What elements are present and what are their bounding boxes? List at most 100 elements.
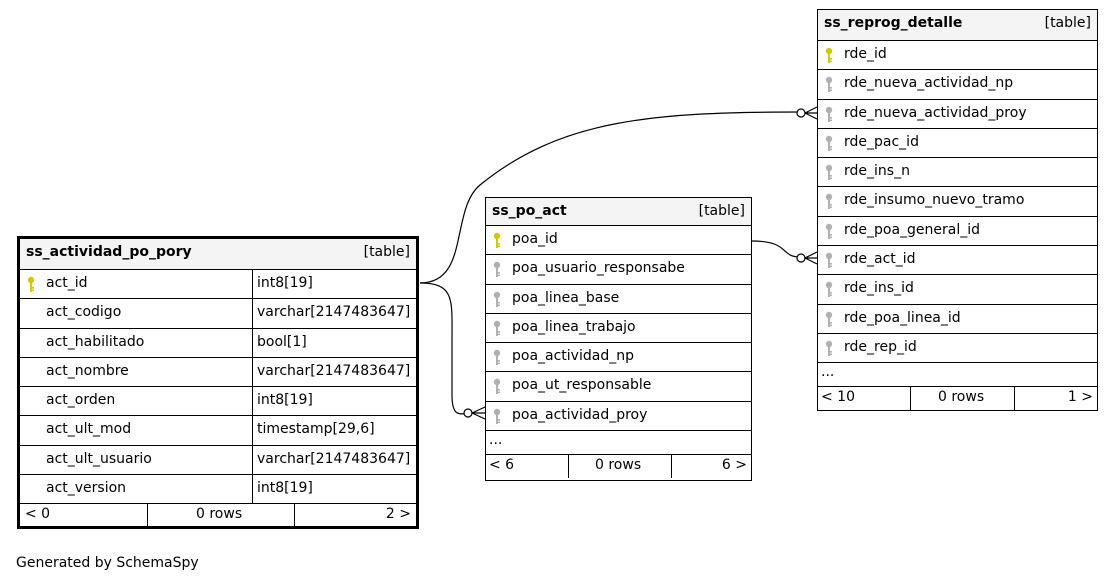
column-row[interactable]: poa_actividad_proy — [486, 402, 751, 432]
column-row[interactable]: rde_ins_n — [818, 158, 1097, 188]
column-type: varchar[2147483647] — [252, 445, 416, 475]
foreign-key-icon — [824, 164, 834, 181]
column-row[interactable]: poa_actividad_np — [486, 343, 751, 373]
foreign-key-icon — [824, 223, 834, 240]
column-row[interactable]: poa_linea_trabajo — [486, 314, 751, 344]
footer-rows: 0 rows — [938, 389, 985, 406]
foreign-key-icon — [824, 193, 834, 210]
column-name: act_ult_usuario — [46, 450, 152, 467]
column-row[interactable]: poa_usuario_responsabe — [486, 255, 751, 285]
column-row[interactable]: poa_linea_base — [486, 285, 751, 314]
more-columns: ... — [818, 363, 1097, 388]
column-name: act_version — [46, 480, 127, 497]
column-row[interactable]: rde_poa_general_id — [818, 217, 1097, 247]
column-row[interactable]: rde_rep_id — [818, 334, 1097, 364]
foreign-key-icon — [824, 252, 834, 269]
footer-parents[interactable]: < 6 — [489, 457, 515, 474]
primary-key-icon — [492, 232, 502, 249]
table-name: ss_reprog_detalle — [824, 15, 963, 31]
column-row[interactable]: rde_act_id — [818, 246, 1097, 276]
column-name: poa_id — [512, 231, 558, 247]
column-type: varchar[2147483647] — [252, 357, 416, 387]
table-header: ss_reprog_detalle [table] — [818, 10, 1097, 41]
column-row[interactable]: rde_nueva_actividad_proy — [818, 100, 1097, 129]
column-row[interactable]: act_habilitado bool[1] — [20, 328, 416, 358]
primary-key-icon — [26, 276, 36, 293]
table-actividad[interactable]: ss_actividad_po_pory [table] act_id int8[… — [17, 236, 419, 529]
column-name: act_id — [46, 275, 88, 291]
table-kind: [table] — [1044, 15, 1091, 31]
footer-children[interactable]: 2 > — [385, 506, 411, 523]
column-row[interactable]: act_version int8[19] — [20, 475, 416, 505]
column-name: rde_ins_n — [844, 163, 910, 180]
column-list: poa_id poa_usuario_responsabe poa_linea_ba… — [486, 226, 751, 432]
link-act-to-poa-proy — [419, 282, 469, 415]
crowfoot-icon — [471, 406, 486, 420]
column-name: act_habilitado — [46, 333, 145, 350]
column-type: bool[1] — [252, 328, 416, 357]
column-name: poa_linea_trabajo — [512, 318, 636, 335]
primary-key-icon — [824, 47, 834, 64]
column-name: poa_ut_responsable — [512, 377, 652, 394]
column-list: rde_id rde_nueva_actividad_np rde_nueva_ac… — [818, 41, 1097, 364]
column-name: act_orden — [46, 392, 116, 409]
link-poa-to-reprog-act — [751, 240, 801, 258]
column-row[interactable]: poa_ut_responsable — [486, 372, 751, 402]
column-type: int8[19] — [252, 270, 416, 299]
table-name: ss_po_act — [492, 203, 567, 219]
column-row[interactable]: rde_nueva_actividad_np — [818, 70, 1097, 100]
column-row[interactable]: act_ult_usuario varchar[2147483647] — [20, 445, 416, 476]
column-name: poa_actividad_np — [512, 348, 634, 365]
column-name: rde_poa_linea_id — [844, 309, 961, 326]
column-name: act_ult_mod — [46, 421, 132, 438]
foreign-key-icon — [492, 291, 502, 308]
column-name: rde_nueva_actividad_np — [844, 75, 1014, 92]
column-name: poa_usuario_responsabe — [512, 260, 685, 277]
table-footer: < 10 0 rows 1 > — [818, 387, 1097, 411]
foreign-key-icon — [492, 349, 502, 366]
column-type: int8[19] — [252, 475, 416, 504]
foreign-key-icon — [824, 311, 834, 328]
foreign-key-icon — [824, 106, 834, 123]
foreign-key-icon — [492, 261, 502, 278]
link-end-circle — [796, 108, 806, 118]
crowfoot-icon — [804, 251, 818, 265]
foreign-key-icon — [824, 76, 834, 93]
column-name: rde_nueva_actividad_proy — [844, 104, 1027, 121]
column-name: rde_rep_id — [844, 338, 917, 355]
foreign-key-icon — [824, 281, 834, 298]
column-row[interactable]: poa_id — [486, 226, 751, 256]
footer-parents[interactable]: < 0 — [25, 506, 51, 523]
column-row[interactable]: rde_insumo_nuevo_tramo — [818, 187, 1097, 217]
column-row[interactable]: act_nombre varchar[2147483647] — [20, 357, 416, 388]
link-end-circle — [796, 253, 806, 263]
table-po-act[interactable]: ss_po_act [table] poa_id poa_usuario_resp… — [485, 197, 752, 481]
foreign-key-icon — [492, 378, 502, 395]
column-row[interactable]: rde_pac_id — [818, 129, 1097, 159]
column-type: timestamp[29,6] — [252, 416, 416, 445]
column-row[interactable]: act_id int8[19] — [20, 270, 416, 300]
column-name: act_codigo — [46, 304, 122, 321]
column-name: rde_poa_general_id — [844, 221, 981, 238]
footer-parents[interactable]: < 10 — [821, 389, 855, 406]
column-row[interactable]: act_ult_mod timestamp[29,6] — [20, 416, 416, 446]
link-end-circle — [463, 408, 473, 418]
column-row[interactable]: rde_id — [818, 41, 1097, 71]
table-header: ss_po_act [table] — [486, 198, 751, 226]
table-footer: < 6 0 rows 6 > — [486, 455, 751, 479]
table-name: ss_actividad_po_pory — [26, 244, 192, 260]
table-reprog-detalle[interactable]: ss_reprog_detalle [table] rde_id rde_nuev… — [817, 9, 1098, 411]
column-name: rde_ins_id — [844, 280, 914, 297]
column-row[interactable]: rde_poa_linea_id — [818, 305, 1097, 334]
foreign-key-icon — [824, 340, 834, 357]
table-kind: [table] — [698, 203, 745, 219]
column-name: poa_actividad_proy — [512, 406, 648, 423]
table-header: ss_actividad_po_pory [table] — [20, 239, 416, 270]
footer-children[interactable]: 1 > — [1067, 389, 1093, 406]
column-row[interactable]: rde_ins_id — [818, 275, 1097, 305]
footer-children[interactable]: 6 > — [721, 457, 747, 474]
column-name: act_nombre — [46, 362, 129, 379]
